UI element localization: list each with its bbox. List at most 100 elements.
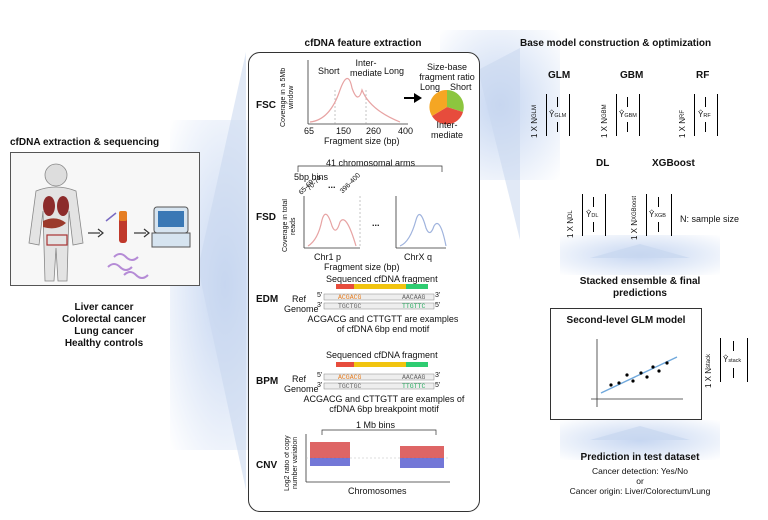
dim-text: 1 X N: [704, 367, 713, 388]
bpm-motif-top-left: ACGACG: [338, 374, 362, 381]
model-dim-dl: 1 X NDL: [566, 190, 580, 238]
bpm-motif-top-right: AACAAG: [402, 374, 426, 381]
down-connector-wedge-1: [590, 244, 690, 258]
model-dim-rf: 1 X NRF: [678, 90, 692, 138]
second-level-title: Second-level GLM model: [566, 315, 686, 326]
bpm-3prime-bottom: 3': [317, 382, 323, 389]
prediction-line-1: Cancer detection: Yes/No: [592, 466, 688, 476]
dim-text: 1 X N: [600, 117, 609, 138]
edm-5prime: 5': [317, 292, 323, 299]
fsd-label: FSD: [256, 212, 276, 223]
edm-motif-top-right: AACAAG: [402, 294, 426, 301]
model-name-dl: DL: [596, 158, 610, 169]
fsc-ratio-title: Size-base fragment ratio: [419, 62, 475, 82]
fsc-xlabel: Fragment size (bp): [324, 136, 400, 146]
dim-text: 1 X N: [678, 117, 687, 138]
fsd-dots: ...: [372, 218, 380, 228]
fsc-region-long: Long: [384, 66, 405, 76]
yhat-xgb: ŶXGB: [649, 210, 666, 221]
model-name-gbm: GBM: [620, 70, 644, 81]
human-silhouette-icon: [28, 163, 84, 282]
edm-seq-title: Sequenced cfDNA fragment: [326, 274, 438, 284]
bpm-ref-genome: Ref Genome: [284, 374, 319, 394]
stack-dim: 1 X Nstack: [704, 334, 718, 388]
edm-genome-strands: [323, 293, 435, 310]
dim-sub: stack: [706, 353, 712, 368]
fsc-tick: 400: [398, 126, 414, 136]
dim-sub: DL: [568, 210, 574, 218]
dim-sub: GBM: [602, 104, 608, 118]
edm-motif-bottom-right: TTGTTC: [402, 303, 426, 310]
down-connector-wedge-2: [590, 426, 690, 440]
edm-3prime: 3': [435, 292, 441, 299]
yhat: Ŷ: [586, 210, 592, 219]
cnv-xlabel: Chromosomes: [348, 486, 407, 496]
vector-bracket-glm: ŶGLM: [546, 94, 570, 136]
yhat-sub: XGB: [654, 213, 666, 219]
cancer-item: Lung cancer: [74, 326, 134, 337]
fsd-arms: 41 chromosomal arms: [326, 158, 416, 168]
bpm-5prime: 5': [317, 372, 323, 379]
yhat: Ŷ: [649, 210, 655, 219]
cnv-bins-bracket: [321, 429, 437, 435]
bpm-3prime: 3': [435, 372, 441, 379]
fsc-tick: 150: [336, 126, 352, 136]
right-title: Base model construction & optimization: [520, 38, 712, 49]
left-connector-wedge: [198, 52, 246, 490]
model-name-rf: RF: [696, 70, 710, 81]
yhat-sub: RF: [703, 113, 711, 119]
fsc-region-short: Short: [318, 66, 340, 76]
left-title: cfDNA extraction & sequencing: [10, 137, 160, 148]
middle-title: cfDNA feature extraction: [304, 38, 422, 49]
bpm-motif-bottom-right: TTGTTC: [402, 383, 426, 390]
cnv-chart: [305, 434, 450, 483]
fsc-chart: [307, 60, 408, 125]
model-dim-gbm: 1 X NGBM: [600, 90, 614, 138]
yhat-gbm: ŶGBM: [619, 110, 637, 121]
cancer-item: Colorectal cancer: [62, 314, 146, 325]
prediction-line-2: Cancer origin: Liver/Colorectum/Lung: [569, 486, 711, 496]
dim-text: 1 X N: [566, 217, 575, 238]
dim-text: 1 X N: [630, 219, 639, 240]
model-name-xgboost: XGBoost: [652, 158, 695, 169]
bpm-caption: ACGACG and CTTGTT are examples of cfDNA …: [303, 394, 465, 414]
vector-bracket-stack: Ŷstack: [720, 338, 748, 382]
yhat: Ŷ: [619, 110, 625, 119]
yhat: Ŷ: [549, 110, 555, 119]
edm-3prime-bottom: 3': [317, 302, 323, 309]
yhat-glm: ŶGLM: [549, 110, 566, 121]
model-dim-glm: 1 X NGLM: [530, 90, 544, 138]
vector-bracket-gbm: ŶGBM: [616, 94, 640, 136]
prediction-title: Prediction in test dataset: [580, 452, 700, 463]
dim-sub: GLM: [532, 104, 538, 118]
pie-label-long: Long: [420, 82, 441, 92]
vector-bracket-dl: ŶDL: [582, 194, 606, 236]
bpm-5prime-bottom: 5': [435, 382, 441, 389]
fsc-region-intermediate: Inter-mediate: [349, 58, 383, 78]
bpm-genome-strands: [323, 373, 435, 390]
yhat: Ŷ: [698, 110, 704, 119]
edm-motif-bottom-left: TGCTGC: [338, 303, 362, 310]
prediction-or: or: [636, 476, 644, 486]
right-connector-wedge: [478, 48, 520, 240]
yhat-sub: DL: [591, 213, 599, 219]
fsc-tick: 65: [304, 126, 315, 136]
model-dim-xgboost: 1 X NXGBoost: [630, 180, 644, 240]
cnv-ylabel: Log2 ratio of copy number variation: [284, 435, 299, 491]
edm-caption: ACGACG and CTTGTT are examples of cfDNA …: [307, 314, 459, 334]
dim-sub: XGBoost: [632, 195, 638, 220]
edm-fragment-bar: [336, 284, 428, 289]
fsd-xlabel: Fragment size (bp): [324, 262, 400, 272]
yhat-stack: Ŷstack: [723, 355, 741, 366]
bpm-fragment-bar: [336, 362, 428, 367]
dim-text: 1 X N: [530, 117, 539, 138]
cnv-label: CNV: [256, 460, 278, 471]
edm-motif-top-left: ACGACG: [338, 294, 362, 301]
fsc-ylabel: Coverage in a 5Mb window: [280, 67, 295, 127]
yhat-sub: GLM: [554, 113, 567, 119]
model-name-glm: GLM: [548, 70, 571, 81]
fsd-chart: [303, 196, 447, 249]
edm-ref-genome: Ref Genome: [284, 294, 319, 314]
edm-label: EDM: [256, 294, 279, 305]
fsc-pie-chart: [429, 89, 464, 125]
